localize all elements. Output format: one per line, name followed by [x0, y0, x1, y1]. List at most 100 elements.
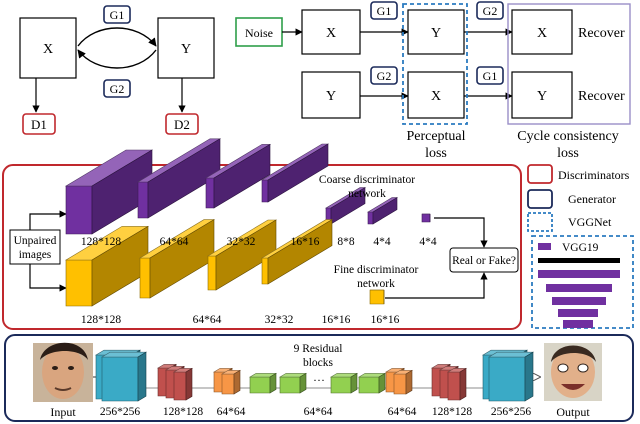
coarse-layer-3-front: [261, 179, 269, 203]
arrow-y-to-x: [77, 49, 157, 69]
generator-layer-4-0-side: [299, 372, 307, 394]
d1-box: [22, 113, 56, 135]
g2-label: G2: [110, 82, 125, 96]
input-hair: [40, 342, 88, 360]
generator-layer-6-0: [357, 372, 387, 394]
generator-layer-2-1: [220, 369, 242, 395]
generator-layer-1-2: [172, 367, 194, 401]
row1-x-label: X: [326, 26, 336, 41]
row2-y-label: Y: [326, 89, 336, 104]
vgg19-legend-bar: [538, 243, 551, 250]
row2-recovered-y: [511, 71, 573, 119]
output-label: Output: [556, 405, 590, 419]
node-x: [19, 17, 77, 79]
coarse-size-label: 64*64: [160, 236, 189, 248]
generator-size-label: 64*64: [388, 406, 417, 418]
coarse-layer-1-front: [137, 181, 149, 219]
vgg19-layer-1: [546, 284, 612, 292]
input-face: [42, 345, 84, 399]
generator-layer-5-0-side: [350, 372, 358, 394]
generator-layers: [94, 349, 535, 402]
generator-layer-8-2-side: [459, 367, 467, 401]
generator-layer-3-0-side: [269, 372, 277, 394]
node-x-label: X: [43, 42, 53, 57]
coarse-layer-3: [260, 143, 330, 203]
arrow-to-fine: [29, 264, 67, 292]
input-face-photo: [33, 342, 93, 402]
legend-generator-label: Generator: [568, 192, 616, 206]
legend-generator-swatch: [527, 189, 553, 209]
generator-size-label: 128*128: [432, 406, 473, 418]
cycle-loss-line1: Cycle consistency: [517, 129, 618, 144]
unpaired-line2: images: [19, 249, 52, 261]
fine-layer-1-front: [139, 257, 151, 299]
vgg19-layer-4: [563, 320, 593, 328]
real-or-fake-label: Real or Fake?: [452, 255, 516, 267]
generator-layer-9-1: [487, 351, 535, 402]
row1-y-label: Y: [431, 26, 441, 41]
residual-blocks-line2: blocks: [303, 357, 334, 369]
row2-x: [407, 71, 465, 119]
coarse-layer-5-side: [372, 197, 398, 225]
generator-layer-9-1-front: [488, 356, 526, 402]
coarse-layer-5-front: [367, 211, 374, 225]
generator-frame: [4, 334, 634, 422]
row1-recovered-x: [511, 9, 573, 55]
fine-layer-1: [138, 219, 216, 299]
vgg19-layers: [538, 270, 620, 328]
row2-g2-label: G2: [377, 69, 392, 83]
fine-size-label: 16*16: [322, 314, 351, 326]
legend: Discriminators Generator VGGNet VGG19: [527, 164, 634, 329]
generator-layer-9-1-side: [524, 351, 534, 402]
legend-discriminators-label: Discriminators: [558, 168, 630, 182]
row2-g1-badge: [476, 66, 504, 85]
generator-size-label: 128*128: [163, 406, 204, 418]
coarse-layer-5: [366, 197, 399, 225]
generator-layer-2-1-side: [233, 369, 241, 395]
input-eye-left: [52, 366, 58, 370]
row2-y: [301, 71, 361, 119]
fine-layer-2-front: [207, 255, 217, 291]
coarse-layer-6-front: [421, 213, 431, 223]
cycle-gan-schematic: X Y G1 G2 D1 D2: [19, 5, 215, 135]
fine-title-line2: network: [357, 278, 395, 290]
coarse-layer-2-side: [213, 143, 271, 209]
coarse-layer-2-front: [205, 177, 215, 209]
arrow-fine-to-decision: [385, 272, 488, 299]
vgg19-divider: [538, 258, 620, 263]
vgg19-layer-3: [558, 309, 598, 317]
real-or-fake-box: [449, 247, 519, 273]
vgg19-frame: [531, 235, 634, 329]
generator-layer-6-0-front: [358, 376, 380, 394]
residual-ellipsis: ···: [313, 373, 325, 387]
generator-layer-3-0: [248, 372, 278, 394]
unpaired-images-box: [9, 229, 61, 265]
cycle-loss-line2: loss: [557, 146, 579, 161]
generator-layer-1-2-front: [173, 371, 187, 401]
coarse-discriminator-layers: [64, 138, 431, 235]
output-hair: [551, 345, 596, 362]
coarse-layer-1: [136, 138, 222, 219]
generator-layer-4-0-front: [279, 376, 301, 394]
generator-layer-1-2-side: [185, 367, 193, 401]
fine-size-label: 16*16: [371, 314, 400, 326]
discriminator-panel: Unpaired images Coarse discriminator net…: [2, 138, 522, 330]
legend-vggnet-swatch: [527, 212, 553, 232]
perceptual-loss-line1: Perceptual: [406, 129, 465, 144]
node-y: [157, 17, 215, 79]
generator-layer-0-1: [100, 351, 148, 402]
node-y-label: Y: [181, 42, 191, 57]
row1-y: [407, 9, 465, 55]
d2-box: [165, 113, 199, 135]
coarse-size-labels: 128*128 64*64 32*32 16*16 8*8 4*4 4*4: [81, 236, 437, 248]
legend-discriminators-swatch: [527, 164, 553, 184]
fine-size-label: 64*64: [193, 314, 222, 326]
row1-recovered-x-label: X: [537, 26, 547, 41]
output-eye-left: [557, 363, 569, 373]
fine-size-labels: 128*128 64*64 32*32 16*16 16*16: [81, 314, 400, 326]
row1-g1-badge: [370, 1, 398, 20]
g1-badge: [103, 5, 131, 24]
fine-layer-0-front: [65, 259, 93, 307]
d1-label: D1: [31, 117, 47, 132]
